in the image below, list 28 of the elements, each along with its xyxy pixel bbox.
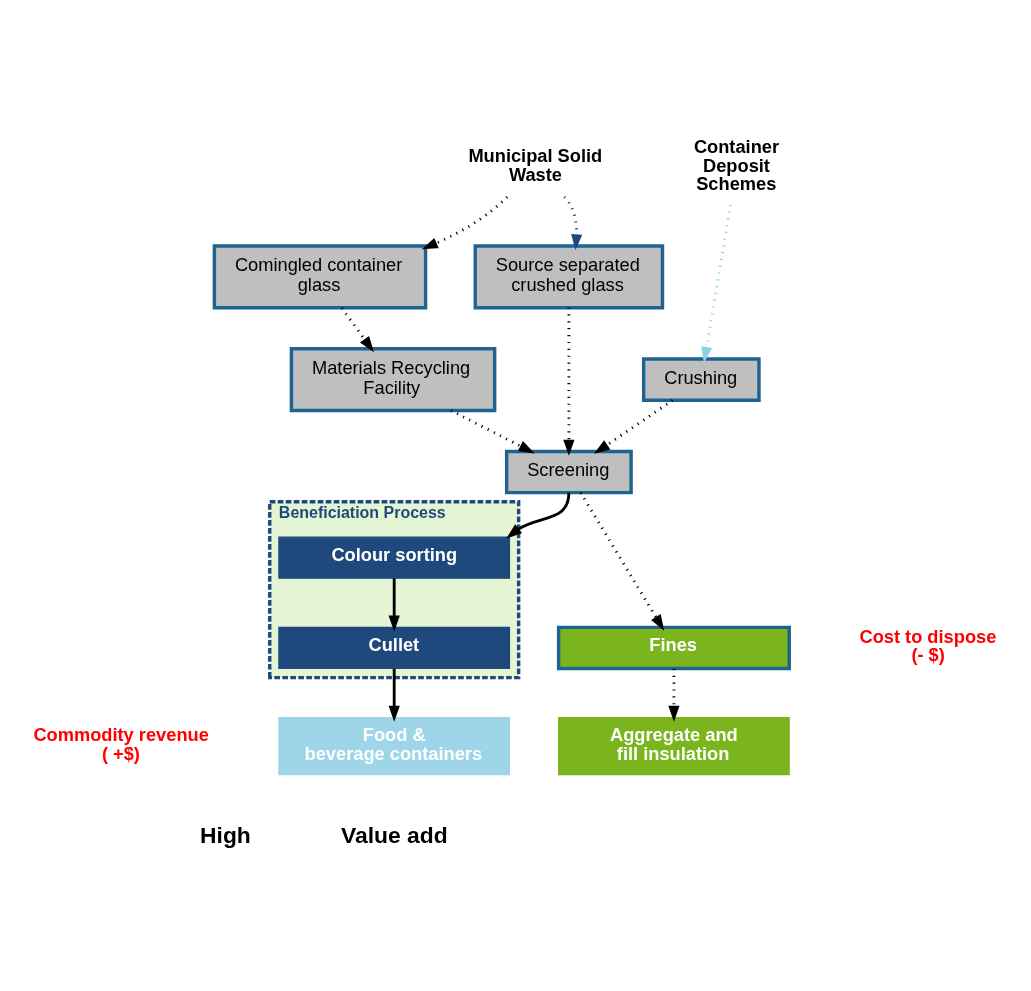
- node-box: Cullet: [278, 626, 511, 670]
- node-box: Food & beverage containers: [278, 717, 511, 776]
- arrow: [668, 668, 680, 722]
- node-label: Commodity revenue ( +$): [33, 724, 209, 764]
- arrow: [450, 409, 535, 454]
- arrow: [563, 195, 583, 251]
- node-label: Cost to dispose (- $): [859, 626, 997, 666]
- arrow: [506, 492, 571, 539]
- arrow: [421, 195, 509, 250]
- label: Value add: [341, 822, 448, 849]
- node-box: Materials Recycling Facility: [289, 347, 497, 413]
- node-box: Aggregate and fill insulation: [558, 717, 790, 776]
- node-text: Container Deposit Schemes: [693, 136, 780, 194]
- label: High: [200, 822, 251, 849]
- arrow: [594, 399, 674, 454]
- arrow: [388, 578, 400, 632]
- arrow: [579, 492, 665, 631]
- node-box: Comingled container glass: [212, 244, 428, 310]
- arrow: [340, 307, 374, 353]
- node-box: Crushing: [641, 357, 761, 402]
- node-box: Fines: [556, 625, 791, 671]
- arrow: [701, 204, 732, 363]
- node-text: Municipal Solid Waste: [468, 145, 603, 185]
- arrow: [563, 307, 575, 456]
- arrow: [388, 668, 400, 722]
- node-box: Source separated crushed glass: [473, 244, 665, 310]
- node-box: Colour sorting: [278, 536, 511, 579]
- node-box: Screening: [504, 449, 633, 495]
